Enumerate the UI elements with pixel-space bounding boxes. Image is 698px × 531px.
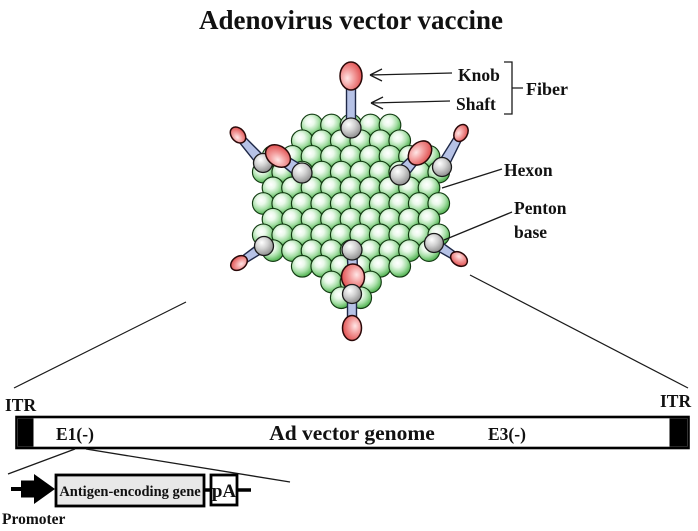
antigen-gene-box — [54, 473, 206, 508]
fiber-knob-upper-right-outer — [453, 123, 469, 143]
capsid-to-genome-right-line — [469, 274, 689, 389]
itr-right-block — [669, 418, 687, 447]
shaft-arrow — [370, 96, 451, 110]
penton-pointer-line — [443, 211, 513, 241]
penton-base-top — [340, 117, 362, 139]
itr-left-label: ITR — [5, 395, 36, 415]
e1-deletion-label: E1(-) — [56, 424, 94, 444]
itr-left-block — [18, 418, 34, 447]
itr-right-label: ITR — [660, 391, 691, 411]
polya-box — [209, 473, 239, 507]
hexon-pointer-line — [441, 168, 503, 189]
genome-bar — [15, 415, 690, 450]
polya-label: pA — [212, 481, 237, 502]
fiber-knob-lower-left — [229, 254, 249, 272]
knob-label: Knob — [458, 65, 500, 85]
capsid-fibers — [229, 61, 469, 342]
capsid-to-genome-left-line — [13, 301, 187, 389]
fiber-label: Fiber — [526, 79, 568, 99]
penton-base-upper-right-front — [389, 164, 411, 186]
fiber-knob-upper-left-outer — [229, 126, 247, 144]
hexon-label: Hexon — [504, 160, 553, 180]
hexon-sphere — [290, 254, 314, 278]
fiber-bracket — [504, 61, 523, 115]
knob-arrow — [369, 68, 453, 82]
fiber-knob-bottom — [341, 314, 363, 342]
penton-label-line2: base — [514, 222, 547, 242]
hexon-sphere — [388, 254, 412, 278]
penton-base-lower-left — [253, 235, 275, 257]
penton-base-upper-left-front — [291, 162, 313, 184]
promoter-label: Promoter — [2, 511, 66, 528]
fiber-knob-upper-left-front — [264, 143, 292, 169]
fiber-knob-lower-right — [449, 250, 469, 268]
page-title: Adenovirus vector vaccine — [199, 5, 503, 35]
genome-name-label: Ad vector genome — [269, 421, 435, 445]
penton-base-bottom-front — [341, 239, 363, 261]
penton-base-upper-right-outer — [431, 156, 453, 178]
penton-base-bottom — [341, 283, 363, 305]
fiber-knob-top — [339, 61, 363, 91]
fiber-knob-upper-right-front — [407, 140, 433, 166]
e3-deletion-label: E3(-) — [488, 424, 526, 444]
cassette-expansion-left-line — [7, 448, 76, 475]
antigen-gene-label: Antigen-encoding gene — [59, 484, 201, 500]
promoter-arrow — [11, 474, 55, 504]
shaft-label: Shaft — [456, 94, 496, 114]
penton-label-line1: Penton — [514, 198, 567, 218]
penton-base-lower-right — [423, 232, 445, 254]
cassette-expansion-right-line — [85, 448, 291, 483]
